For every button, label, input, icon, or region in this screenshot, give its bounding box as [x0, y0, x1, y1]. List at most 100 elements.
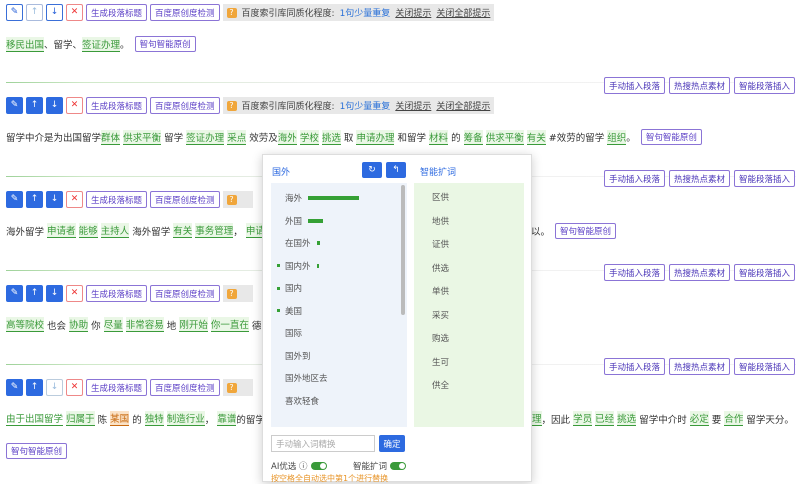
close-all-tips-link[interactable]: 关闭全部提示 [436, 102, 491, 112]
expand-word[interactable]: 生可 [432, 357, 450, 368]
highlight-word[interactable]: 独特 [144, 411, 164, 426]
move-up-icon[interactable]: ↑ [26, 191, 43, 208]
close-tip-link[interactable]: 关闭提示 [395, 102, 432, 112]
synonym-item[interactable]: 美国 [271, 302, 302, 320]
confirm-button[interactable]: 确定 [379, 435, 405, 452]
close-icon[interactable]: ✕ [66, 4, 83, 21]
back-icon[interactable]: ↰ [386, 162, 406, 178]
close-icon[interactable]: ✕ [66, 285, 83, 302]
move-down-icon[interactable]: ↓ [46, 379, 63, 396]
highlight-word[interactable]: 尽量 [103, 317, 123, 332]
smart-toggle[interactable] [390, 462, 407, 470]
edit-icon[interactable]: ✎ [6, 4, 23, 21]
expand-word[interactable]: 采买 [432, 310, 450, 321]
close-icon[interactable]: ✕ [66, 191, 83, 208]
synonym-item[interactable]: 国内 [271, 279, 302, 297]
smart-rewrite-button[interactable]: 智句智能原创 [6, 443, 68, 459]
generate-title-button[interactable]: 生成段落标题 [86, 285, 148, 302]
close-tip-link[interactable]: 关闭提示 [395, 9, 432, 19]
generate-title-button[interactable]: 生成段落标题 [86, 191, 148, 208]
insert-paragraph-button[interactable]: 手动插入段落 [603, 77, 665, 94]
edit-icon[interactable]: ✎ [6, 191, 23, 208]
hot-material-button[interactable]: 热搜热点素材 [668, 170, 730, 187]
highlight-word[interactable]: 能够 [78, 223, 98, 238]
smart-insert-button[interactable]: 智能段落插入 [733, 77, 795, 94]
highlight-word[interactable]: 签证办理 [82, 36, 121, 52]
originality-check-button[interactable]: 百度原创度检测 [150, 4, 220, 21]
close-all-tips-link[interactable]: 关闭全部提示 [436, 9, 491, 19]
move-down-icon[interactable]: ↓ [46, 4, 63, 21]
highlight-word[interactable]: 高等院校 [6, 317, 45, 332]
smart-rewrite-button[interactable]: 智句智能原创 [555, 223, 617, 239]
move-up-icon[interactable]: ↑ [26, 379, 43, 396]
generate-title-button[interactable]: 生成段落标题 [86, 4, 148, 21]
edit-icon[interactable]: ✎ [6, 97, 23, 114]
move-up-icon[interactable]: ↑ [26, 4, 43, 21]
synonym-item[interactable]: 喜欢轻食 [271, 392, 319, 410]
originality-check-button[interactable]: 百度原创度检测 [150, 97, 220, 114]
highlight-word[interactable]: 有关 [526, 129, 546, 145]
expand-word[interactable]: 供选 [432, 263, 450, 274]
highlight-word[interactable]: 群体 [101, 129, 121, 145]
highlight-word[interactable]: 申请 [245, 223, 265, 238]
highlight-word[interactable]: 主持人 [100, 223, 130, 238]
synonym-item[interactable]: 国际 [271, 324, 302, 342]
highlight-word[interactable]: 学员 [573, 411, 593, 426]
close-icon[interactable]: ✕ [66, 97, 83, 114]
move-down-icon[interactable]: ↓ [46, 97, 63, 114]
highlight-word[interactable]: 协助 [69, 317, 89, 332]
smart-insert-button[interactable]: 智能段落插入 [733, 264, 795, 281]
refresh-icon[interactable]: ↻ [362, 162, 382, 178]
expand-word[interactable]: 证供 [432, 240, 450, 250]
originality-check-button[interactable]: 百度原创度检测 [150, 285, 220, 302]
highlight-word[interactable]: 挑选 [617, 411, 637, 426]
highlight-word[interactable]: 合作 [724, 411, 744, 426]
hot-material-button[interactable]: 热搜热点素材 [668, 358, 730, 375]
hot-material-button[interactable]: 热搜热点素材 [668, 264, 730, 281]
highlight-word[interactable]: 材料 [429, 129, 449, 145]
highlight-word[interactable]: 归属于 [66, 411, 95, 426]
smart-rewrite-button[interactable]: 智句智能原创 [134, 36, 196, 52]
close-icon[interactable]: ✕ [66, 379, 83, 396]
highlight-word[interactable]: 非常容易 [125, 317, 164, 332]
highlight-word[interactable]: 靠谱 [217, 411, 237, 426]
highlight-word[interactable]: 学校 [299, 129, 319, 145]
manual-input[interactable]: 手动输入词精换 [271, 435, 375, 452]
originality-check-button[interactable]: 百度原创度检测 [150, 379, 220, 396]
highlight-word[interactable]: 移民出国 [6, 36, 45, 52]
highlight-word[interactable]: 有关 [173, 223, 193, 238]
move-down-icon[interactable]: ↓ [46, 191, 63, 208]
highlight-word[interactable]: 挑选 [321, 129, 341, 145]
highlight-word[interactable]: 供求平衡 [123, 129, 162, 145]
move-up-icon[interactable]: ↑ [26, 97, 43, 114]
synonym-item[interactable]: 海外 [271, 189, 360, 207]
edit-icon[interactable]: ✎ [6, 379, 23, 396]
highlight-word[interactable]: 你一直在 [210, 317, 249, 332]
synonym-item[interactable]: 在国外 [271, 234, 321, 252]
highlight-word[interactable]: 签证办理 [186, 129, 225, 145]
highlight-word[interactable]: 筹备 [463, 129, 483, 145]
highlight-word[interactable]: 刚开始 [179, 317, 208, 332]
edit-icon[interactable]: ✎ [6, 285, 23, 302]
insert-paragraph-button[interactable]: 手动插入段落 [603, 264, 665, 281]
highlight-word[interactable]: 申请者 [47, 223, 76, 238]
synonym-item[interactable]: 国外地区去 [271, 369, 328, 387]
smart-insert-button[interactable]: 智能段落插入 [733, 358, 795, 375]
highlight-word[interactable]: 供求平衡 [485, 129, 524, 145]
expand-word[interactable]: 区供 [432, 193, 450, 203]
highlight-word[interactable]: 制造行业 [166, 411, 205, 426]
repeat-count[interactable]: 1句少量重复 [339, 102, 391, 112]
highlight-word[interactable]: 理 [532, 411, 542, 426]
expand-word[interactable]: 单供 [432, 287, 450, 297]
move-down-icon[interactable]: ↓ [46, 285, 63, 302]
highlight-word[interactable]: 组织 [607, 129, 627, 145]
repeat-count[interactable]: 1句少量重复 [339, 9, 391, 19]
expand-word[interactable]: 购选 [432, 334, 450, 344]
synonym-item[interactable]: 国内外 [271, 257, 319, 275]
highlight-word-active[interactable]: 某国 [110, 411, 130, 426]
highlight-word[interactable]: 已经 [595, 411, 615, 426]
highlight-word[interactable]: 事务管理 [195, 223, 234, 238]
insert-paragraph-button[interactable]: 手动插入段落 [603, 170, 665, 187]
insert-paragraph-button[interactable]: 手动插入段落 [603, 358, 665, 375]
synonym-item[interactable]: 国外到 [271, 347, 311, 365]
